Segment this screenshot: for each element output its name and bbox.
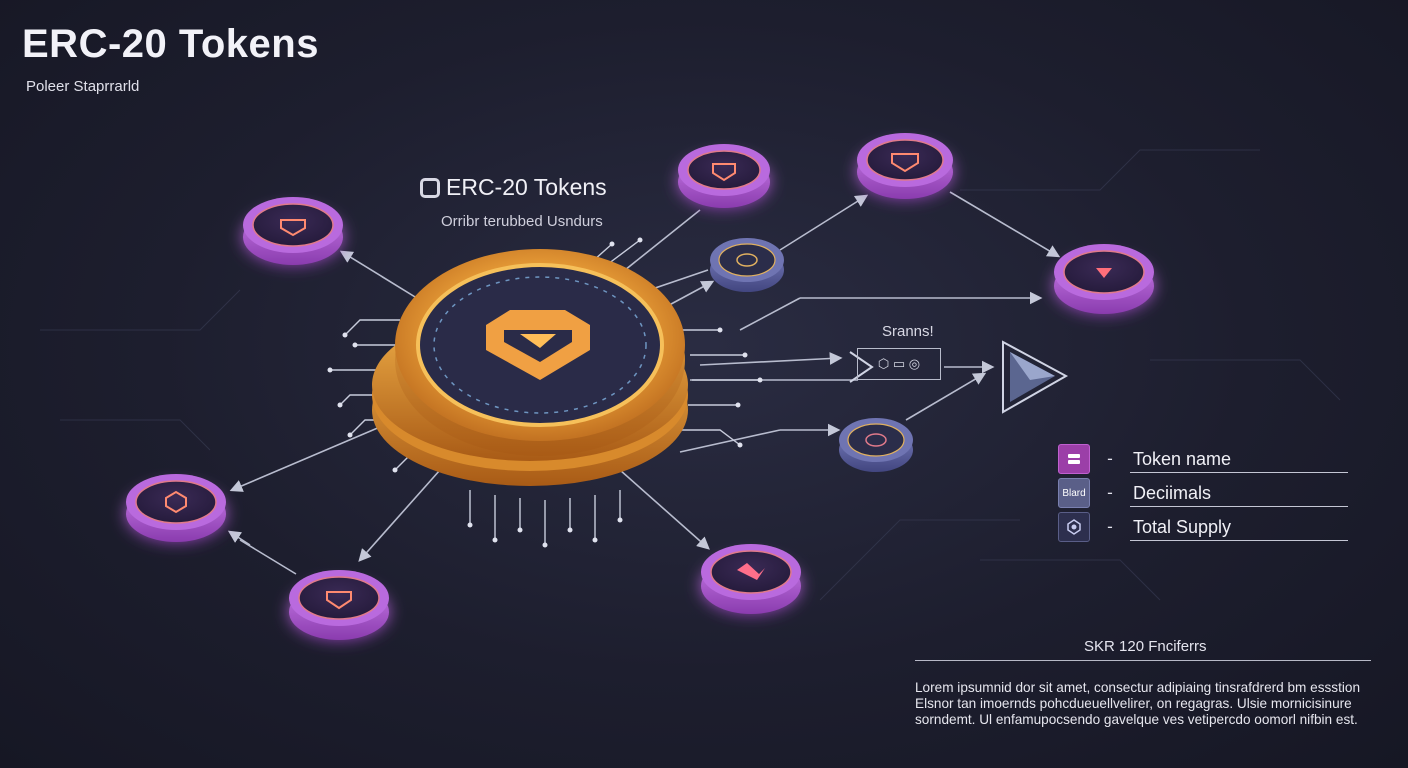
token-coin-bottom-left — [289, 570, 389, 640]
page-title: ERC-20 Tokens — [22, 22, 319, 66]
background-circuit — [40, 149, 1341, 601]
triangle-output-icon — [1002, 340, 1069, 414]
token-coins — [126, 133, 1154, 640]
blue-coin-lower — [839, 418, 913, 472]
token-icon — [712, 163, 736, 182]
legend-dash: - — [1107, 483, 1113, 502]
shield-coin-icon — [486, 310, 590, 380]
token-coin-top-left — [243, 197, 343, 265]
blue-coin-upper — [710, 238, 784, 292]
legend-dash: - — [1107, 449, 1113, 468]
legend-label-total-supply: Total Supply — [1130, 514, 1348, 541]
token-icon — [165, 490, 187, 514]
token-icon — [326, 591, 352, 610]
footer-heading: SKR 120 Fnciferrs — [1084, 638, 1207, 655]
token-coin-bottom-center — [701, 544, 801, 614]
page-subtitle: Poleer Staprrarld — [26, 78, 140, 95]
stream-label: Sranns! — [882, 323, 934, 340]
stream-glyphs: ⬡ ▭ ◎ — [877, 356, 921, 371]
token-icon — [1096, 268, 1112, 278]
legend-row-token-name: - Token name — [1058, 443, 1348, 475]
blue-token-coins — [710, 238, 913, 472]
token-badge-icon — [420, 177, 440, 198]
legend-label-token-name: Token name — [1130, 446, 1348, 473]
center-subtitle: Orribr terubbed Usndurs — [441, 213, 603, 230]
connector-lines — [227, 191, 1061, 575]
token-name-swatch-icon — [1058, 444, 1090, 474]
token-coin-left — [126, 474, 226, 542]
footer-body-text: Lorem ipsumnid dor sit amet, consectur a… — [915, 680, 1361, 727]
decimals-swatch-icon: Blard — [1058, 478, 1090, 508]
footer-divider — [915, 660, 1371, 661]
center-title: ERC-20 Tokens — [420, 174, 607, 201]
legend-dash: - — [1107, 517, 1113, 536]
token-icon — [737, 563, 765, 580]
center-title-text: ERC-20 Tokens — [446, 174, 607, 200]
stream-box: ⬡ ▭ ◎ — [857, 348, 941, 380]
token-coin-top-center — [678, 144, 770, 208]
token-coin-top-right — [857, 133, 953, 199]
main-coin-stack — [372, 249, 688, 486]
token-icon — [280, 219, 306, 237]
trace-nodes — [327, 237, 763, 548]
legend-row-decimals: Blard - Deciimals — [1058, 477, 1348, 509]
token-icon — [891, 153, 919, 173]
legend-label-decimals: Deciimals — [1130, 480, 1348, 507]
token-coin-right — [1054, 244, 1154, 314]
legend-row-total-supply: - Total Supply — [1058, 511, 1348, 543]
total-supply-swatch-icon — [1058, 512, 1090, 542]
